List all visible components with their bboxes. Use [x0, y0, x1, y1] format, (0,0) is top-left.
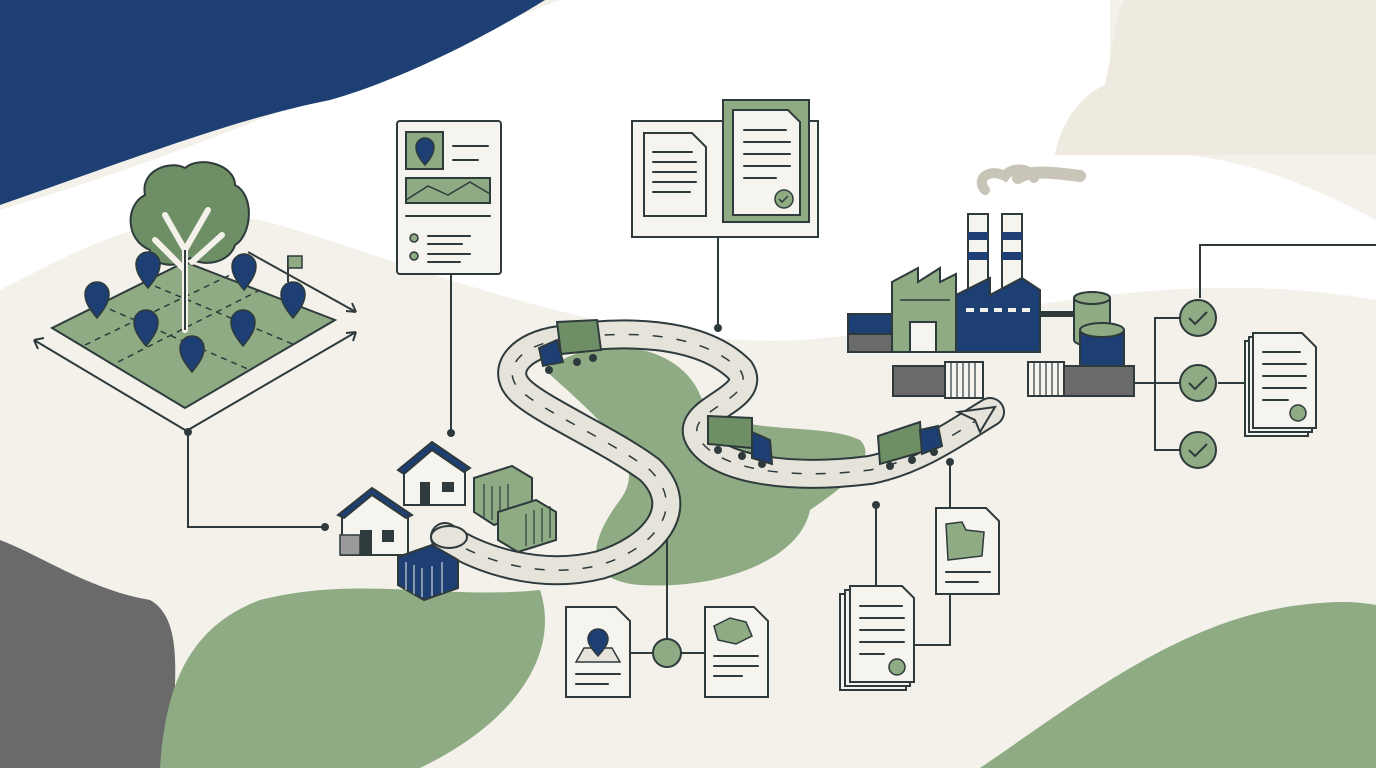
- checkmark-icon: [1179, 299, 1217, 337]
- certificate-icon: [839, 585, 915, 691]
- road-start-marker: [430, 525, 468, 549]
- factory-icon: [847, 164, 1086, 353]
- green-field-center: [545, 347, 866, 586]
- dimension-arrow-right: [187, 251, 357, 431]
- shipping-container-icon: [397, 543, 459, 602]
- gray-hill: [0, 540, 176, 768]
- truck-icon: [876, 420, 944, 470]
- location-pin-icon: [84, 251, 306, 374]
- checkmark-icon: [1179, 364, 1217, 402]
- map-document-icon: [565, 606, 631, 698]
- house-icon: [396, 440, 472, 506]
- certificate-card: [631, 99, 819, 238]
- certificate-icon: [732, 109, 801, 216]
- shipping-container-icon: [473, 464, 557, 554]
- land-plot: [33, 161, 357, 431]
- green-hill-left: [160, 588, 545, 768]
- map-document-icon: [935, 507, 1000, 595]
- certificate-icon: [1244, 332, 1317, 437]
- storage-tank-icon: [1073, 291, 1125, 376]
- checkmark-icon: [1179, 431, 1217, 469]
- junction-node: [652, 638, 682, 668]
- tree-icon: [129, 161, 250, 333]
- flag-icon: [287, 255, 303, 282]
- map-document-icon: [704, 606, 769, 698]
- location-pin-icon: [415, 137, 435, 167]
- green-hill-right: [980, 601, 1376, 768]
- dimension-arrow-left: [33, 337, 186, 431]
- arrow-icon: [954, 405, 997, 435]
- house-icon: [336, 486, 414, 556]
- navy-corner: [0, 0, 545, 205]
- processing-conveyor: [892, 361, 1135, 399]
- truck-icon: [707, 414, 774, 468]
- cloud-shape: [1055, 0, 1376, 155]
- landscape-thumbnail: [405, 177, 491, 204]
- document-icon: [643, 132, 707, 217]
- plot-record-card: [396, 120, 502, 275]
- truck-icon: [537, 318, 603, 374]
